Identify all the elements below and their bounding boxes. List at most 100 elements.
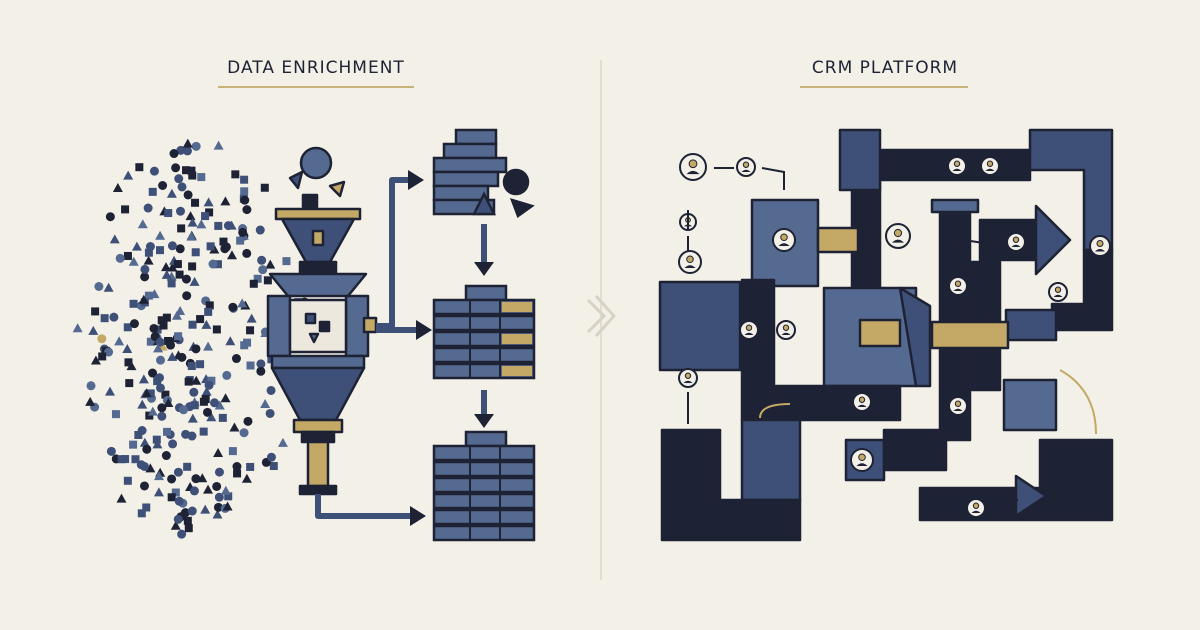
data-shape bbox=[94, 282, 104, 292]
data-shape bbox=[256, 359, 266, 369]
data-shape bbox=[266, 452, 276, 462]
data-shape bbox=[242, 205, 252, 215]
data-shape bbox=[219, 237, 228, 246]
data-shape bbox=[140, 272, 150, 282]
contact-node-icon bbox=[772, 228, 796, 252]
data-shape bbox=[242, 248, 252, 258]
data-shape bbox=[206, 242, 215, 251]
data-shape bbox=[174, 174, 184, 184]
data-shape bbox=[157, 403, 167, 413]
data-shape bbox=[213, 502, 223, 512]
data-shape bbox=[196, 219, 207, 229]
data-shape bbox=[111, 410, 120, 419]
data-shape bbox=[191, 198, 200, 207]
data-shape bbox=[204, 380, 214, 390]
data-shape bbox=[134, 430, 143, 439]
database-stack-bottom bbox=[432, 430, 536, 542]
data-shape bbox=[155, 230, 166, 240]
data-shape bbox=[226, 220, 237, 230]
arrow-heads bbox=[408, 170, 494, 526]
data-shape bbox=[201, 395, 210, 404]
data-enrichment-title: DATA ENRICHMENT bbox=[227, 58, 405, 78]
contact-node-icon bbox=[948, 396, 968, 416]
data-shape bbox=[114, 336, 125, 346]
data-shape bbox=[124, 358, 133, 367]
data-shape bbox=[228, 302, 238, 312]
data-shape bbox=[265, 259, 276, 269]
data-shape bbox=[179, 405, 189, 415]
data-shape bbox=[149, 323, 159, 333]
data-shape bbox=[255, 225, 265, 235]
data-shape bbox=[159, 321, 168, 330]
data-shape bbox=[161, 262, 172, 272]
data-shape bbox=[142, 444, 152, 454]
data-shape bbox=[143, 255, 154, 265]
data-shape bbox=[137, 509, 146, 518]
data-shape bbox=[265, 408, 275, 418]
data-shape bbox=[131, 241, 142, 251]
data-shape bbox=[246, 326, 255, 335]
data-shape bbox=[196, 360, 205, 369]
data-shape bbox=[167, 279, 176, 288]
data-shape bbox=[214, 492, 224, 502]
data-shape bbox=[153, 487, 164, 497]
data-shape bbox=[173, 467, 183, 477]
data-shape bbox=[177, 182, 187, 192]
data-shape bbox=[149, 289, 160, 299]
data-shape bbox=[88, 325, 99, 335]
contact-node-icon bbox=[678, 368, 698, 388]
data-shape bbox=[220, 393, 231, 403]
data-shape bbox=[240, 175, 249, 184]
data-shape bbox=[155, 383, 165, 393]
data-shape bbox=[137, 399, 148, 409]
data-shape bbox=[207, 376, 216, 385]
data-shape bbox=[183, 190, 193, 200]
data-shape bbox=[246, 462, 255, 471]
data-shape bbox=[246, 361, 255, 370]
data-shape bbox=[154, 373, 164, 383]
data-shape bbox=[161, 269, 172, 279]
contact-node-icon bbox=[776, 320, 796, 340]
data-shape bbox=[123, 251, 132, 260]
data-shape bbox=[149, 166, 159, 176]
data-shape bbox=[144, 291, 153, 300]
data-shape bbox=[91, 307, 100, 316]
data-shape bbox=[163, 427, 172, 436]
data-shape bbox=[146, 389, 155, 398]
data-shape bbox=[191, 141, 201, 151]
data-shape bbox=[187, 431, 197, 441]
data-shape bbox=[187, 362, 196, 371]
data-shape bbox=[131, 455, 140, 464]
data-shape bbox=[249, 279, 258, 288]
data-shape bbox=[189, 486, 199, 496]
contact-node-icon bbox=[980, 156, 1000, 176]
data-shape bbox=[112, 183, 123, 193]
data-shape bbox=[225, 336, 236, 346]
data-shape bbox=[201, 212, 210, 221]
data-shape bbox=[157, 411, 167, 421]
data-shape bbox=[139, 461, 149, 471]
data-shape bbox=[104, 386, 115, 396]
data-shape bbox=[137, 426, 147, 436]
data-shape bbox=[218, 413, 227, 422]
crm-platform-title: CRM PLATFORM bbox=[811, 58, 959, 78]
contact-node-icon bbox=[948, 276, 968, 296]
data-shape bbox=[143, 203, 153, 213]
data-shape bbox=[173, 260, 182, 269]
data-shape bbox=[152, 439, 163, 449]
data-shape bbox=[188, 262, 197, 271]
data-shape bbox=[98, 352, 107, 361]
data-shape bbox=[238, 227, 248, 237]
data-shape bbox=[167, 474, 177, 484]
data-shape bbox=[137, 219, 148, 229]
data-shape bbox=[153, 343, 164, 353]
data-shape bbox=[147, 406, 158, 416]
data-shape bbox=[220, 196, 231, 206]
data-shape bbox=[146, 337, 155, 346]
data-shape bbox=[105, 212, 115, 222]
database-stack-top bbox=[432, 128, 535, 218]
data-shape bbox=[164, 209, 173, 218]
data-shape bbox=[142, 503, 151, 512]
data-shape bbox=[187, 166, 196, 175]
